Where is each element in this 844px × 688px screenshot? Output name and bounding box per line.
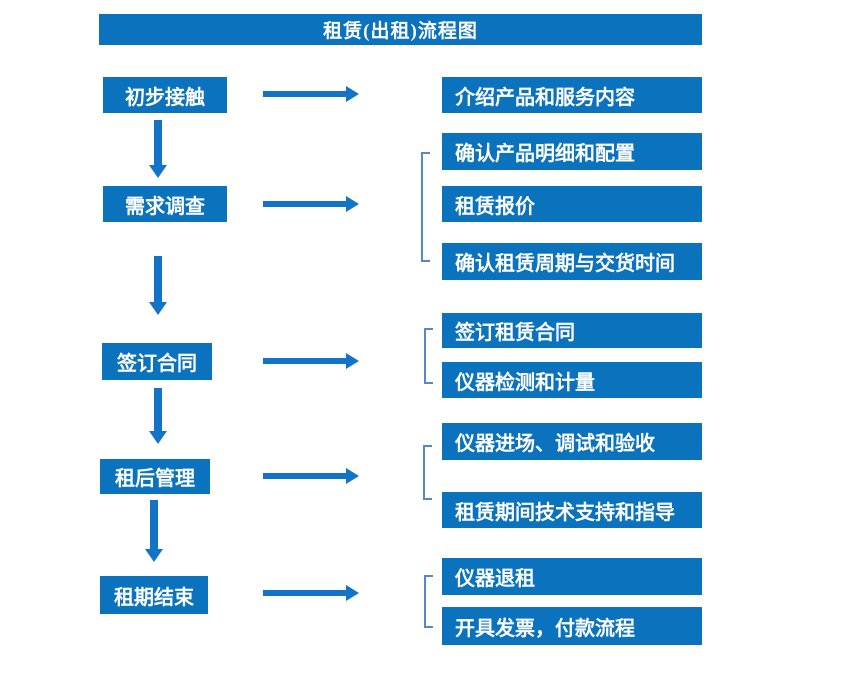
stage-box-rental-end: 租期结束 (100, 576, 208, 614)
arrow-shaft (150, 500, 158, 549)
arrow-head (145, 549, 163, 562)
arrow-shaft (263, 358, 347, 364)
arrow-head (346, 585, 359, 601)
detail-box-instrument-setup-acceptance: 仪器进场、调试和验收 (442, 423, 702, 460)
stage-box-sign-contract: 签订合同 (102, 343, 212, 380)
arrow-down-1-icon (149, 120, 167, 178)
arrow-down-4-icon (145, 500, 163, 562)
bracket-group-demand-survey-icon (421, 152, 430, 262)
arrow-right-3-icon (263, 353, 359, 369)
arrow-head (149, 302, 167, 315)
arrow-shaft (263, 590, 347, 596)
arrow-shaft (154, 256, 162, 302)
arrow-shaft (263, 473, 347, 479)
arrow-head (346, 468, 359, 484)
stage-box-post-rental-management: 租后管理 (100, 459, 210, 494)
detail-box-rental-quote: 租赁报价 (442, 186, 702, 222)
bracket-group-post-rental-icon (423, 445, 432, 500)
arrow-shaft (263, 91, 347, 97)
arrow-head (346, 353, 359, 369)
arrow-head (149, 431, 167, 444)
arrow-shaft (263, 201, 347, 207)
stage-box-demand-survey: 需求调查 (103, 186, 227, 222)
detail-box-invoice-payment: 开具发票，付款流程 (442, 607, 702, 645)
arrow-right-5-icon (263, 585, 359, 601)
detail-box-tech-support: 租赁期间技术支持和指导 (442, 492, 702, 528)
detail-box-confirm-period-delivery: 确认租赁周期与交货时间 (442, 243, 702, 280)
detail-box-confirm-product-details: 确认产品明细和配置 (442, 133, 702, 170)
arrow-down-3-icon (149, 388, 167, 444)
detail-box-instrument-return: 仪器退租 (442, 558, 702, 595)
arrow-down-2-icon (149, 256, 167, 315)
arrow-head (346, 196, 359, 212)
arrow-right-2-icon (263, 196, 359, 212)
bracket-group-sign-contract-icon (424, 328, 433, 384)
flowchart-title: 租赁(出租)流程图 (99, 14, 702, 45)
stage-box-initial-contact: 初步接触 (103, 77, 227, 113)
arrow-shaft (154, 120, 162, 165)
arrow-right-1-icon (263, 86, 359, 102)
arrow-head (149, 165, 167, 178)
detail-box-sign-rental-contract: 签订租赁合同 (442, 313, 702, 348)
detail-box-introduce-products: 介绍产品和服务内容 (442, 77, 702, 113)
arrow-shaft (154, 388, 162, 431)
bracket-group-rental-end-icon (424, 575, 433, 628)
arrow-right-4-icon (263, 468, 359, 484)
detail-box-instrument-testing: 仪器检测和计量 (442, 362, 702, 398)
arrow-head (346, 86, 359, 102)
